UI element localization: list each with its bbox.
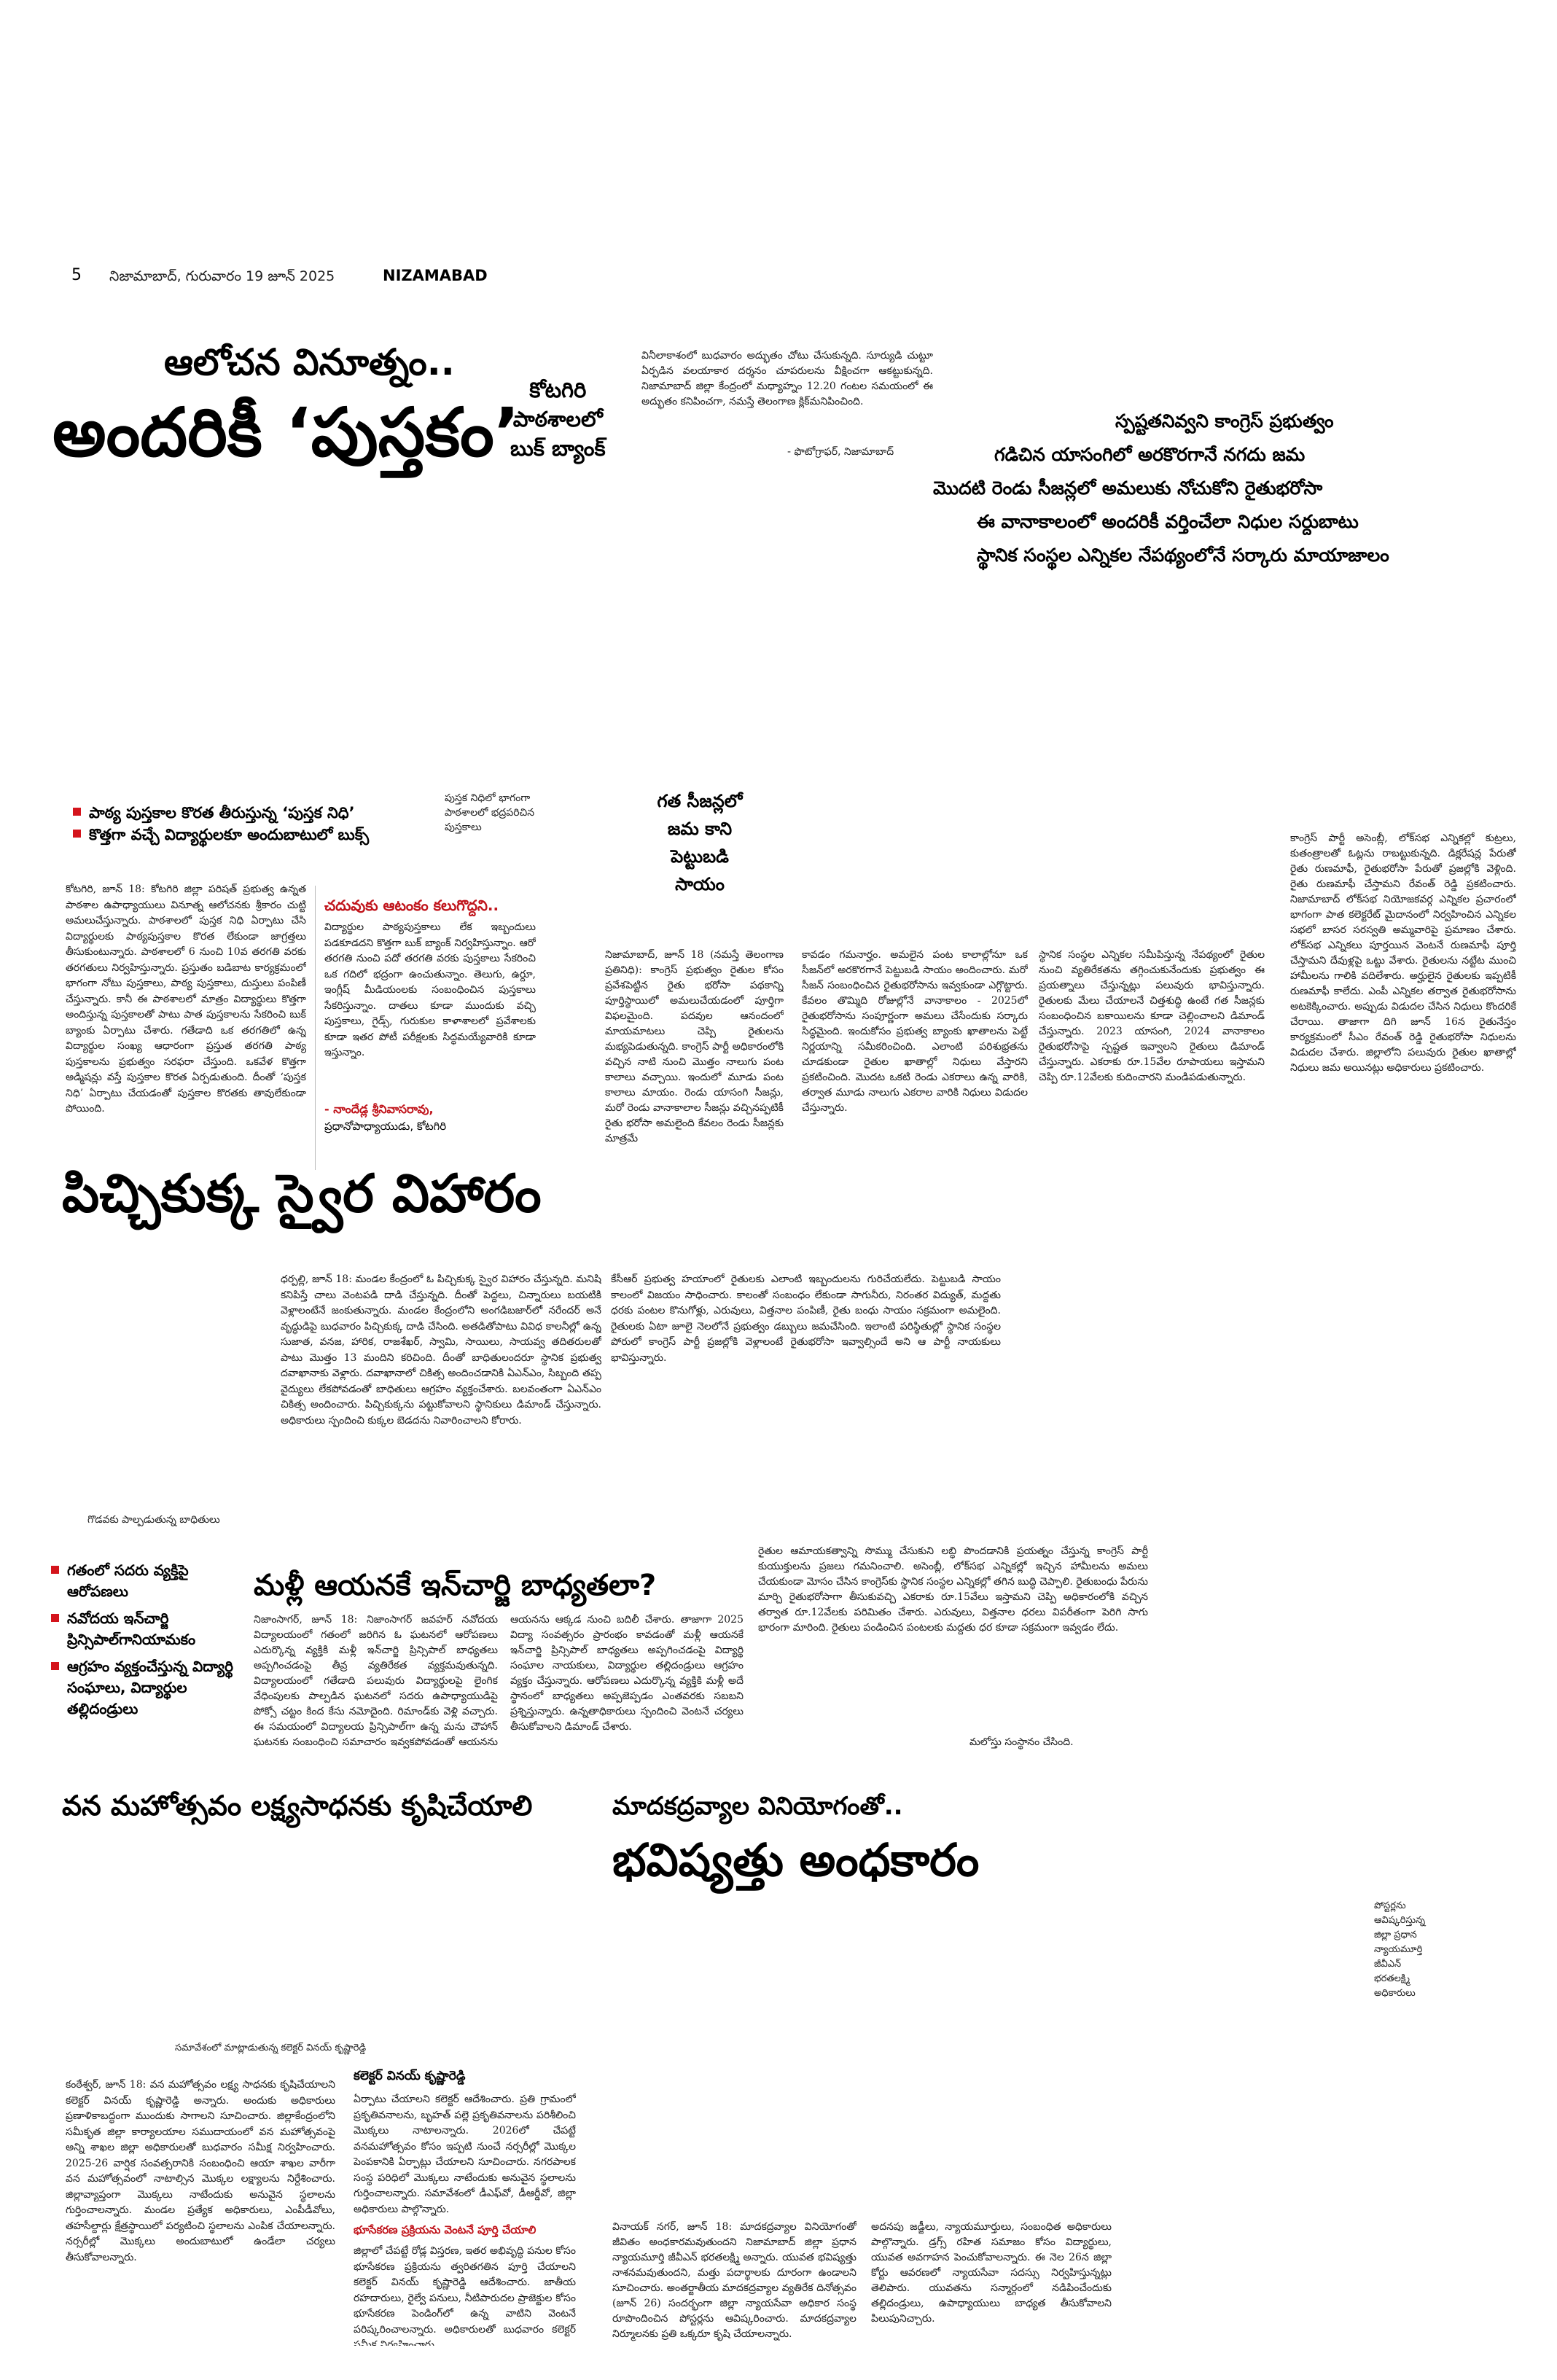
- story7-headline: భవిష్యత్తు అంధకారం: [612, 1833, 980, 1887]
- story6-subhead: భూసేకరణ ప్రక్రియను వెంటనే పూర్తి చేయాలి: [354, 2223, 536, 2236]
- story3-deck-5: స్థానిక సంస్థల ఎన్నికల నేపథ్యంలోనే సర్కా…: [977, 545, 1389, 566]
- story7-photo: [612, 1903, 1341, 2201]
- story2-body: వినీలాకాశంలో బుధవారం అద్భుతం చోటు చేసుకు…: [641, 350, 933, 407]
- story3-deck-1: స్పష్టతనివ్వని కాంగ్రెస్ ప్రభుత్వం: [1115, 410, 1334, 432]
- story3-main-photo: [787, 576, 1502, 882]
- story1-headline: అందరికీ ‘పుస్తకం’: [52, 394, 520, 472]
- story5-col2: ఆయనను ఆక్కడ నుంచి బదిలీ చేశారు. తాజాగా 2…: [510, 1614, 744, 1733]
- story5-photo-caption: గొడవకు పాల్పడుతున్న బాధితులు: [87, 1514, 220, 1526]
- story7-col2: అదనపు జడ్జీలు, న్యాయమూర్తులు, సంబంధిత అధ…: [871, 2221, 1112, 2325]
- story3-deck-3: మొదటి రెండు సీజన్లలో అమలుకు నోచుకోని రైత…: [933, 477, 1323, 499]
- story1-body2: విద్యార్థుల పాఠ్యపుస్తకాలు లేక ఇబ్బందులు…: [324, 921, 536, 1058]
- story5-headline: మళ్లీ ఆయనకే ఇన్‌చార్జి బాధ్యతలా?: [254, 1569, 657, 1602]
- story3-col4: కాంగ్రెస్ పార్టీ అసెంబ్లీ, లోక్‌సభ ఎన్ని…: [1290, 832, 1516, 1074]
- story1-quote-title: ప్రధానోపాధ్యాయుడు, కోటగిరి: [324, 1120, 447, 1133]
- story3-col1: నిజామాబాద్, జూన్ 18 (నమస్తే తెలంగాణ ప్రత…: [605, 949, 784, 1144]
- story1-photo-caption: పుస్తక నిధిలో భాగంగా పాఠశాలలో భద్రపరిచిన…: [445, 792, 535, 833]
- story4-body: ధర్పల్లి, జూన్ 18: మండల కేంద్రంలో ఓ పిచ్…: [281, 1273, 601, 1427]
- story5-bullets: గతంలో సదరు వ్యక్తిపై ఆరోపణలు నవోదయ ఇన్‌చ…: [51, 1560, 248, 1720]
- story3-side-head: గత సీజన్లలో జమ కాని పెట్టుబడి సాయం: [657, 791, 743, 894]
- story5-bullet-2: నవోదయ ఇన్‌చార్జి ప్రిన్సిపాల్‌గానియామకం: [51, 1608, 248, 1650]
- edition-name: NIZAMABAD: [383, 267, 488, 284]
- story1-kicker: ఆలోచన వినూత్నం..: [164, 341, 455, 383]
- story6-byline: కలెక్టర్ వినయ్ కృష్ణారెడ్డి: [354, 2069, 466, 2083]
- story4-body2: కేసీఆర్ ప్రభుత్వ హయాంలో రైతులకు ఎలాంటి ఇ…: [611, 1273, 1001, 1364]
- story5-col3: రైతుల ఆమాయకత్వాన్ని సొమ్ము చేసుకుని లబ్ధ…: [758, 1545, 1148, 1634]
- story1-side-head: కోటగిరి పాఠశాలలో బుక్ బ్యాంక్: [510, 378, 606, 461]
- story6-col2b: జిల్లాలో చేపట్టే రోడ్ల విస్తరణ, ఇతర అభివ…: [354, 2245, 576, 2346]
- story1-bullets: పాఠ్య పుస్తకాల కొరత తీరుస్తున్న ‘పుస్తక …: [73, 802, 452, 846]
- story1-subhead: చదువుకు ఆటంకం కలుగొద్దని..: [324, 897, 499, 914]
- story6-photo: [66, 1844, 576, 2034]
- story3-col3: స్థానిక సంస్థల ఎన్నికల సమీపిస్తున్న నేపథ…: [1039, 949, 1265, 1083]
- story5-col1: నిజాంసాగర్, జూన్ 18: నిజాంసాగర్ జవహర్ నవ…: [254, 1614, 498, 1748]
- story4-photo: [69, 1272, 262, 1505]
- story5-side-photo: [1166, 1553, 1509, 1757]
- story3-deck: స్పష్టతనివ్వని కాంగ్రెస్ ప్రభుత్వం గడిచి…: [933, 405, 1516, 572]
- story5-bullet-3: ఆగ్రహం వ్యక్తంచేస్తున్న విద్యార్థి సంఘాల…: [51, 1656, 248, 1720]
- story1-headmaster-photo: [503, 1072, 605, 1159]
- story1-bullet-1: పాఠ్య పుస్తకాల కొరత తీరుస్తున్న ‘పుస్తక …: [73, 802, 452, 824]
- dateline: నిజామాబాద్, గురువారం 19 జూన్ 2025: [109, 268, 335, 284]
- story3-farmer-photo: [1137, 1272, 1268, 1389]
- story1-photo: [66, 525, 627, 780]
- story5-col3-close: మలోస్తు సంస్థానం చేసింది.: [969, 1736, 1074, 1748]
- story1-column-rule: [315, 886, 316, 1170]
- story1-bullet-2: కొత్తగా వచ్చే విద్యార్థులకూ అందుబాటులో బ…: [73, 824, 452, 846]
- story6-col1: కంఠేశ్వర్, జూన్ 18: వన మహోత్సవం లక్ష్య స…: [66, 2079, 335, 2263]
- story6-headline: వన మహోత్సవం లక్ష్యసాధనకు కృషిచేయాలి: [62, 1790, 533, 1822]
- story5-bullet-1: గతంలో సదరు వ్యక్తిపై ఆరోపణలు: [51, 1560, 248, 1602]
- story5-photo: [66, 1531, 299, 1771]
- story2-credit: - ఫొటోగ్రాఫర్, నిజామాబాద్: [787, 446, 894, 458]
- story3-col2: కావడం గమనార్హం. అమలైన పంట కాలాల్లోనూ ఒక …: [802, 949, 1028, 1114]
- page-number: 5: [71, 266, 82, 284]
- story6-col2: ఏర్పాటు చేయాలని కలెక్టర్ ఆదేశించారు. ప్ర…: [354, 2094, 576, 2215]
- story3-deck-4: ఈ వానాకాలంలో అందరికీ వర్తించేలా నిధుల సర…: [977, 511, 1359, 532]
- story7-col1: వినాయక్ నగర్, జూన్ 18: మాదకద్రవ్యాల విని…: [612, 2221, 856, 2340]
- story7-kicker: మాదకద్రవ్యాల వినియోగంతో..: [612, 1792, 903, 1821]
- story1-body: కోటగిరి, జూన్ 18: కోటగిరి జిల్లా పరిషత్ …: [66, 883, 306, 1115]
- story7-photo-caption: పోస్టర్లను ఆవిష్కరిస్తున్న జిల్లా ప్రధాన…: [1374, 1900, 1426, 1999]
- story4-headline: పిచ్చికుక్క స్వైర విహారం: [62, 1163, 542, 1224]
- story6-photo-caption: సమావేశంలో మాట్లాడుతున్న కలెక్టర్ వినయ్ క…: [175, 2042, 367, 2053]
- story1-quote-name: - నాందేడ్ల శ్రీనివాసరావు,: [324, 1102, 434, 1116]
- story3-deck-2: గడిచిన యాసంగిలో అరకొరగానే నగదు జమ: [994, 444, 1306, 465]
